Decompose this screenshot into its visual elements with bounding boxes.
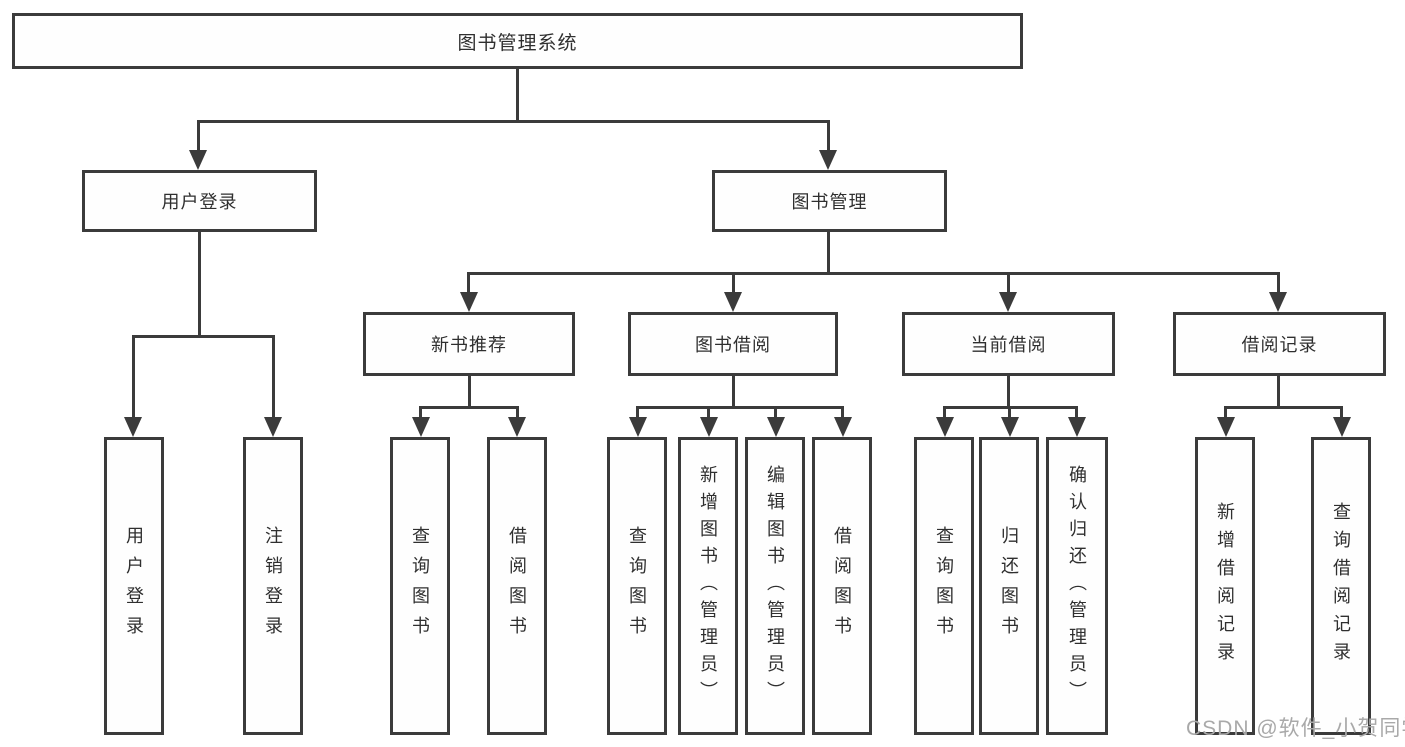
connector-line [1277, 376, 1280, 408]
connector-line [198, 232, 201, 337]
node-label: 用户登录 [161, 192, 238, 212]
arrow-down-icon [767, 417, 785, 437]
arrow-down-icon [508, 417, 526, 437]
arrow-down-icon [1001, 417, 1019, 437]
node-leaf-borrow-books-1: 借阅图书 [487, 437, 547, 735]
node-leaf-user-login: 用户登录 [104, 437, 164, 735]
node-label: 查询图书 [627, 526, 647, 646]
node-label: 图书借阅 [695, 335, 771, 355]
arrow-down-icon [1217, 417, 1235, 437]
connector-line [516, 69, 519, 120]
node-label: 图书管理系统 [457, 32, 578, 54]
connector-line [132, 335, 135, 429]
node-label: 借阅图书 [832, 526, 852, 646]
node-leaf-query-borrow-record: 查询借阅记录 [1311, 437, 1371, 735]
node-label: 新书推荐 [431, 335, 507, 355]
node-label: 用户登录 [124, 526, 144, 646]
arrow-down-icon [724, 292, 742, 312]
node-label: 编辑图书（管理员） [765, 464, 785, 708]
node-label: 图书管理 [791, 192, 868, 212]
arrow-down-icon [629, 417, 647, 437]
node-label: 新增图书（管理员） [698, 464, 718, 708]
node-user-login: 用户登录 [82, 170, 317, 232]
node-book-management: 图书管理 [712, 170, 947, 232]
connector-line [419, 406, 519, 409]
arrow-down-icon [189, 150, 207, 170]
node-leaf-logout: 注销登录 [243, 437, 303, 735]
connector-line [1277, 272, 1280, 304]
node-label: 借阅图书 [507, 526, 527, 646]
connector-line [132, 335, 275, 338]
node-label: 查询图书 [410, 526, 430, 646]
node-current-borrowing: 当前借阅 [902, 312, 1115, 376]
node-label: 归还图书 [999, 526, 1019, 646]
connector-line [1224, 406, 1343, 409]
connector-line [1007, 376, 1010, 408]
node-borrowing-records: 借阅记录 [1173, 312, 1386, 376]
connector-line [827, 232, 830, 274]
node-leaf-borrow-books-2: 借阅图书 [812, 437, 872, 735]
arrow-down-icon [936, 417, 954, 437]
node-label: 查询图书 [934, 526, 954, 646]
arrow-down-icon [412, 417, 430, 437]
connector-line [636, 406, 844, 409]
arrow-down-icon [1068, 417, 1086, 437]
node-leaf-query-books-3: 查询图书 [914, 437, 974, 735]
connector-line [468, 376, 471, 408]
node-label: 新增借阅记录 [1215, 502, 1235, 670]
arrow-down-icon [264, 417, 282, 437]
connector-line [467, 272, 1280, 275]
arrow-down-icon [999, 292, 1017, 312]
arrow-down-icon [1269, 292, 1287, 312]
node-label: 借阅记录 [1241, 335, 1318, 355]
arrow-down-icon [1333, 417, 1351, 437]
node-label: 注销登录 [263, 526, 283, 646]
arrow-down-icon [819, 150, 837, 170]
connector-line [827, 120, 830, 164]
node-library-management-system: 图书管理系统 [12, 13, 1023, 69]
connector-line [1007, 272, 1010, 304]
node-leaf-add-borrow-record: 新增借阅记录 [1195, 437, 1255, 735]
arrow-down-icon [700, 417, 718, 437]
node-leaf-edit-book-admin: 编辑图书（管理员） [745, 437, 805, 735]
node-leaf-return-books: 归还图书 [979, 437, 1039, 735]
connector-line [467, 272, 470, 304]
node-label: 查询借阅记录 [1331, 502, 1351, 670]
arrow-down-icon [460, 292, 478, 312]
connector-line [272, 335, 275, 429]
node-leaf-query-books-2: 查询图书 [607, 437, 667, 735]
arrow-down-icon [834, 417, 852, 437]
connector-line [732, 272, 735, 304]
node-leaf-add-book-admin: 新增图书（管理员） [678, 437, 738, 735]
node-leaf-confirm-return-admin: 确认归还（管理员） [1046, 437, 1108, 735]
node-book-borrowing: 图书借阅 [628, 312, 838, 376]
csdn-watermark: CSDN @软件_小贺同学 [1186, 717, 1405, 740]
node-leaf-query-books-1: 查询图书 [390, 437, 450, 735]
connector-line [197, 120, 830, 123]
node-label: 确认归还（管理员） [1067, 464, 1087, 708]
node-new-book-recommend: 新书推荐 [363, 312, 575, 376]
arrow-down-icon [124, 417, 142, 437]
connector-line [197, 120, 200, 164]
node-label: 当前借阅 [970, 335, 1047, 355]
connector-line [732, 376, 735, 408]
